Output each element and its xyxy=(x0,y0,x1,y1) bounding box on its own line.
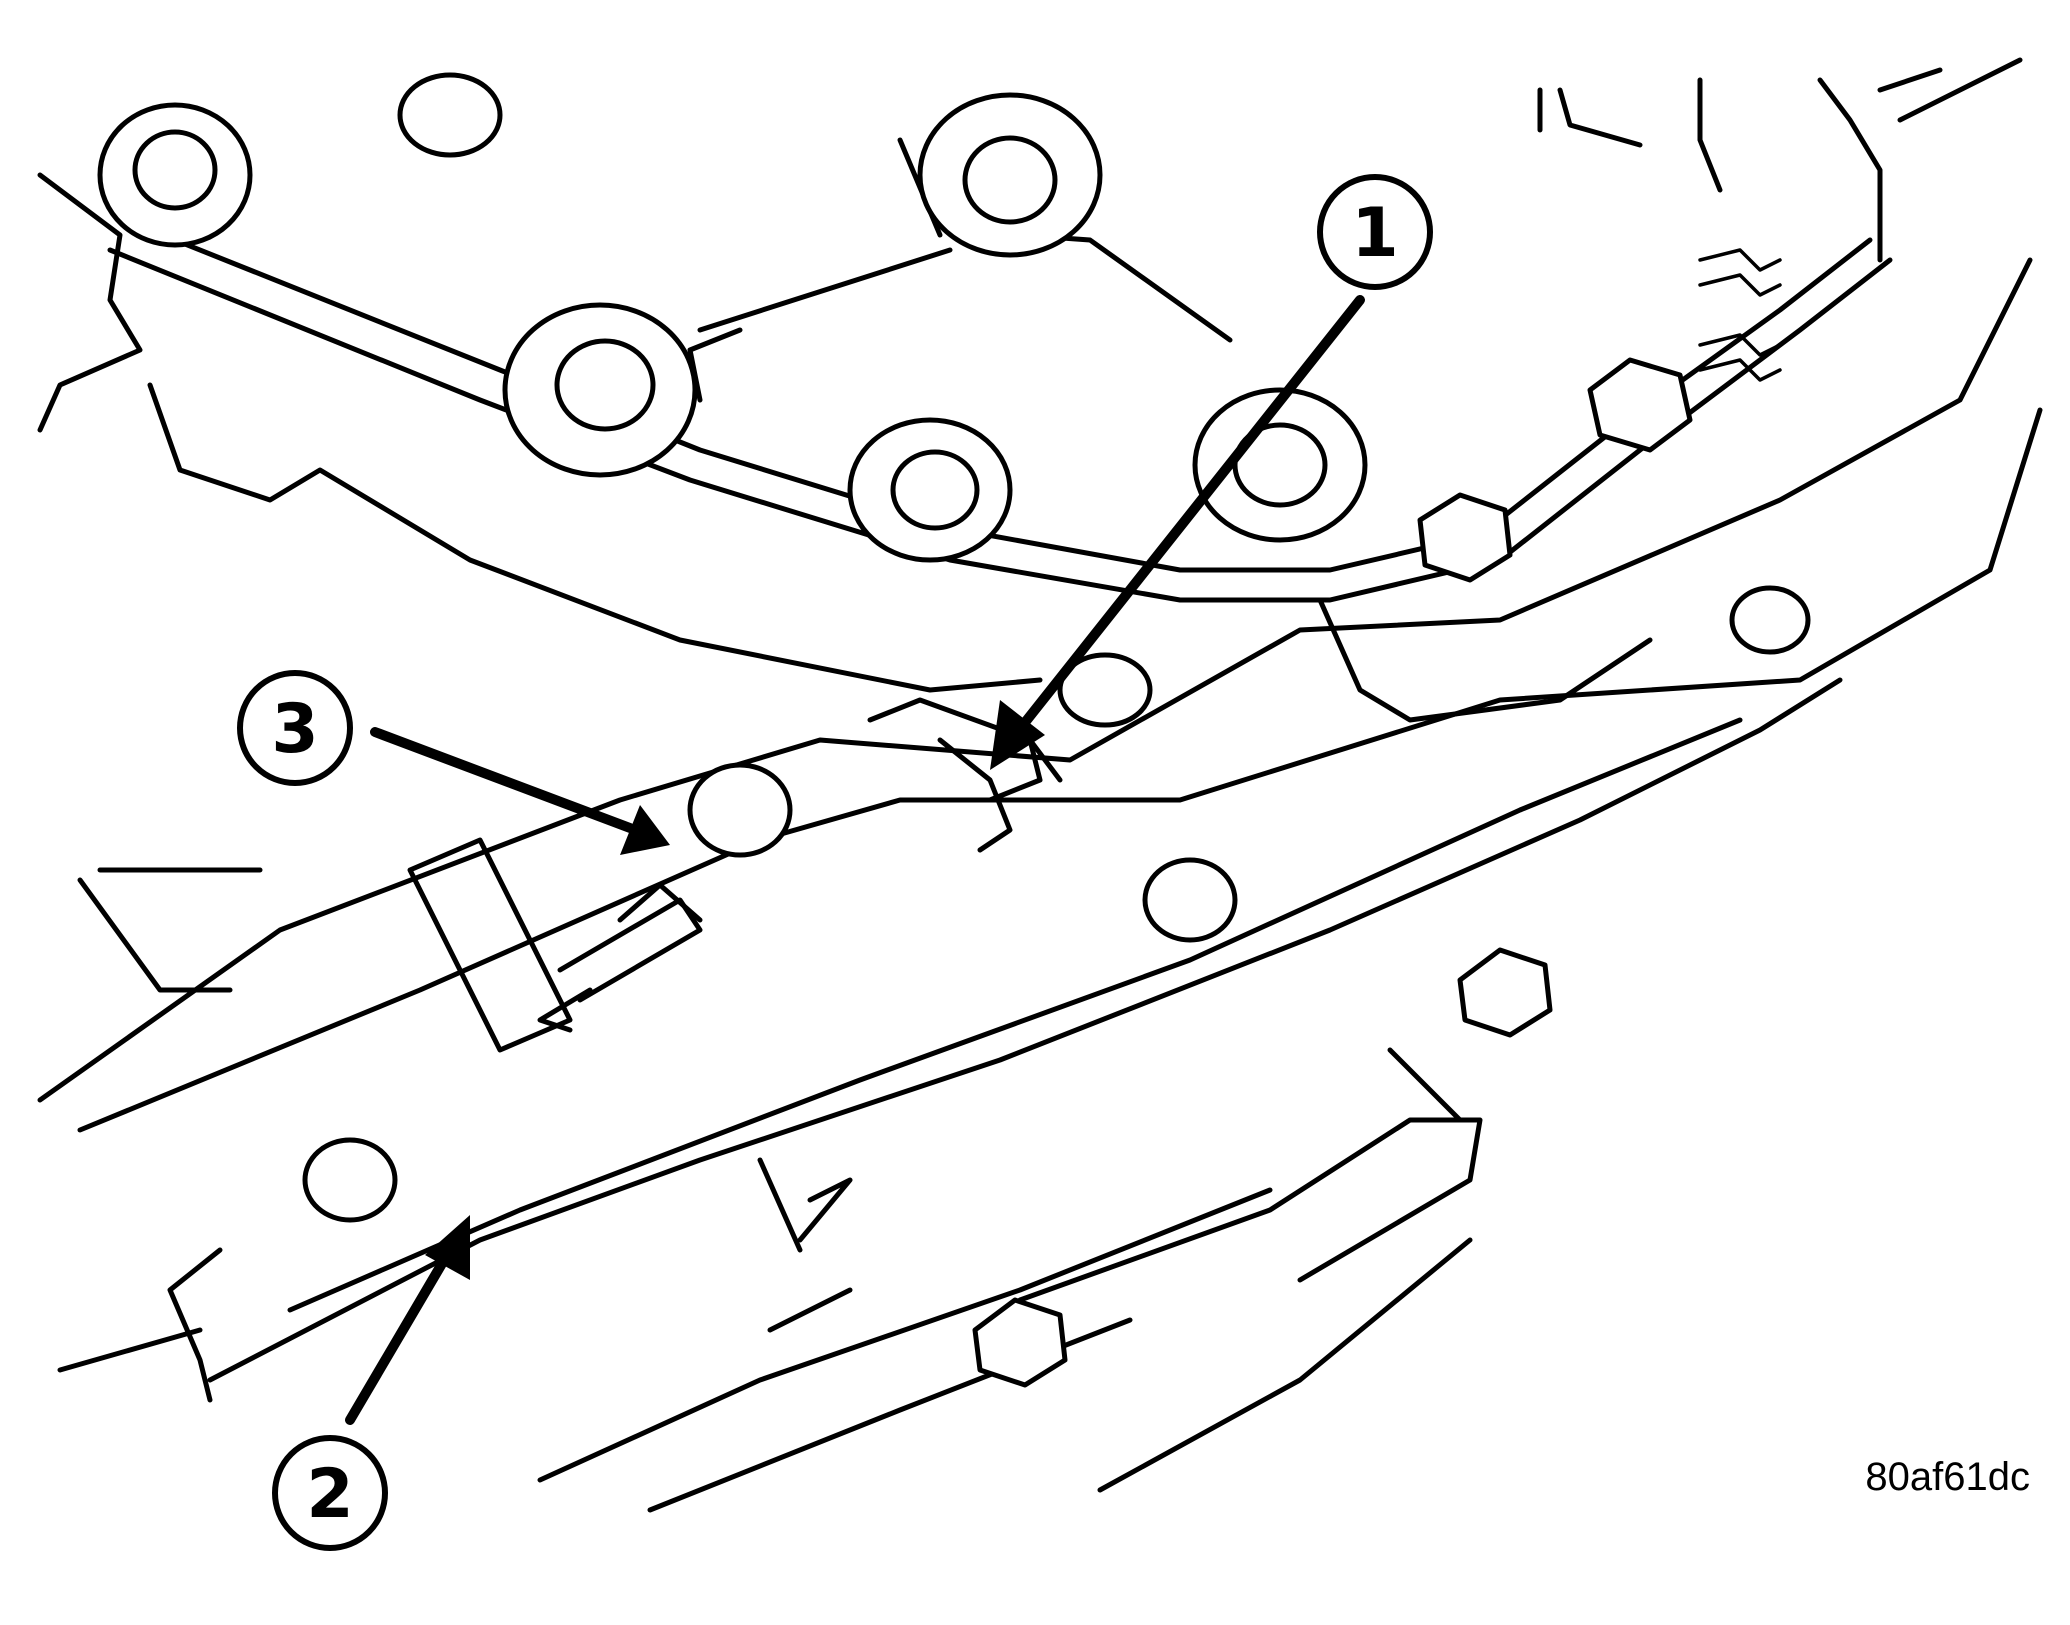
callout-2-label: 2 xyxy=(306,1455,353,1534)
callout-1-label: 1 xyxy=(1351,194,1398,273)
figure-code: 80af61dc xyxy=(1865,1455,2030,1499)
callout-3: 3 xyxy=(237,670,353,786)
callout-1: 1 xyxy=(1317,174,1433,290)
arrow-2 xyxy=(345,1245,455,1425)
arrow-1 xyxy=(1010,295,1365,740)
arrowhead-1 xyxy=(990,700,1045,770)
callout-3-label: 3 xyxy=(271,690,318,769)
lower-assembly xyxy=(37,257,2043,1513)
arrowhead-2 xyxy=(425,1215,470,1280)
housing-bolts xyxy=(97,72,1693,583)
arrow-3 xyxy=(370,727,635,833)
callout-2: 2 xyxy=(272,1435,388,1551)
arrowhead-3 xyxy=(620,805,670,855)
leader-arrows xyxy=(345,295,1365,1425)
valve-linkage xyxy=(302,585,1811,1388)
